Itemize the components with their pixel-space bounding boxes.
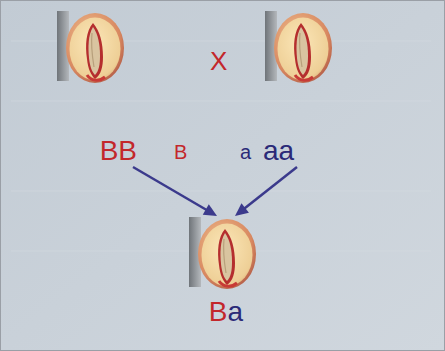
allele-label: B — [174, 141, 187, 163]
genotype-text: aa — [263, 135, 294, 167]
peach-half-picture — [189, 215, 259, 291]
peach-half-picture — [57, 9, 127, 85]
inheritance-arrow — [235, 167, 297, 216]
allele-label: a — [240, 141, 251, 163]
genotype-node: BB — [59, 9, 141, 167]
cross-symbol: X — [210, 46, 227, 76]
peach-half-picture — [265, 9, 335, 85]
genotype-node: aa — [259, 9, 341, 167]
inheritance-arrow — [133, 167, 217, 216]
genotype-node: Ba — [191, 216, 261, 328]
genotype-text: BB — [100, 135, 137, 167]
genotype-text: Ba — [209, 296, 243, 328]
